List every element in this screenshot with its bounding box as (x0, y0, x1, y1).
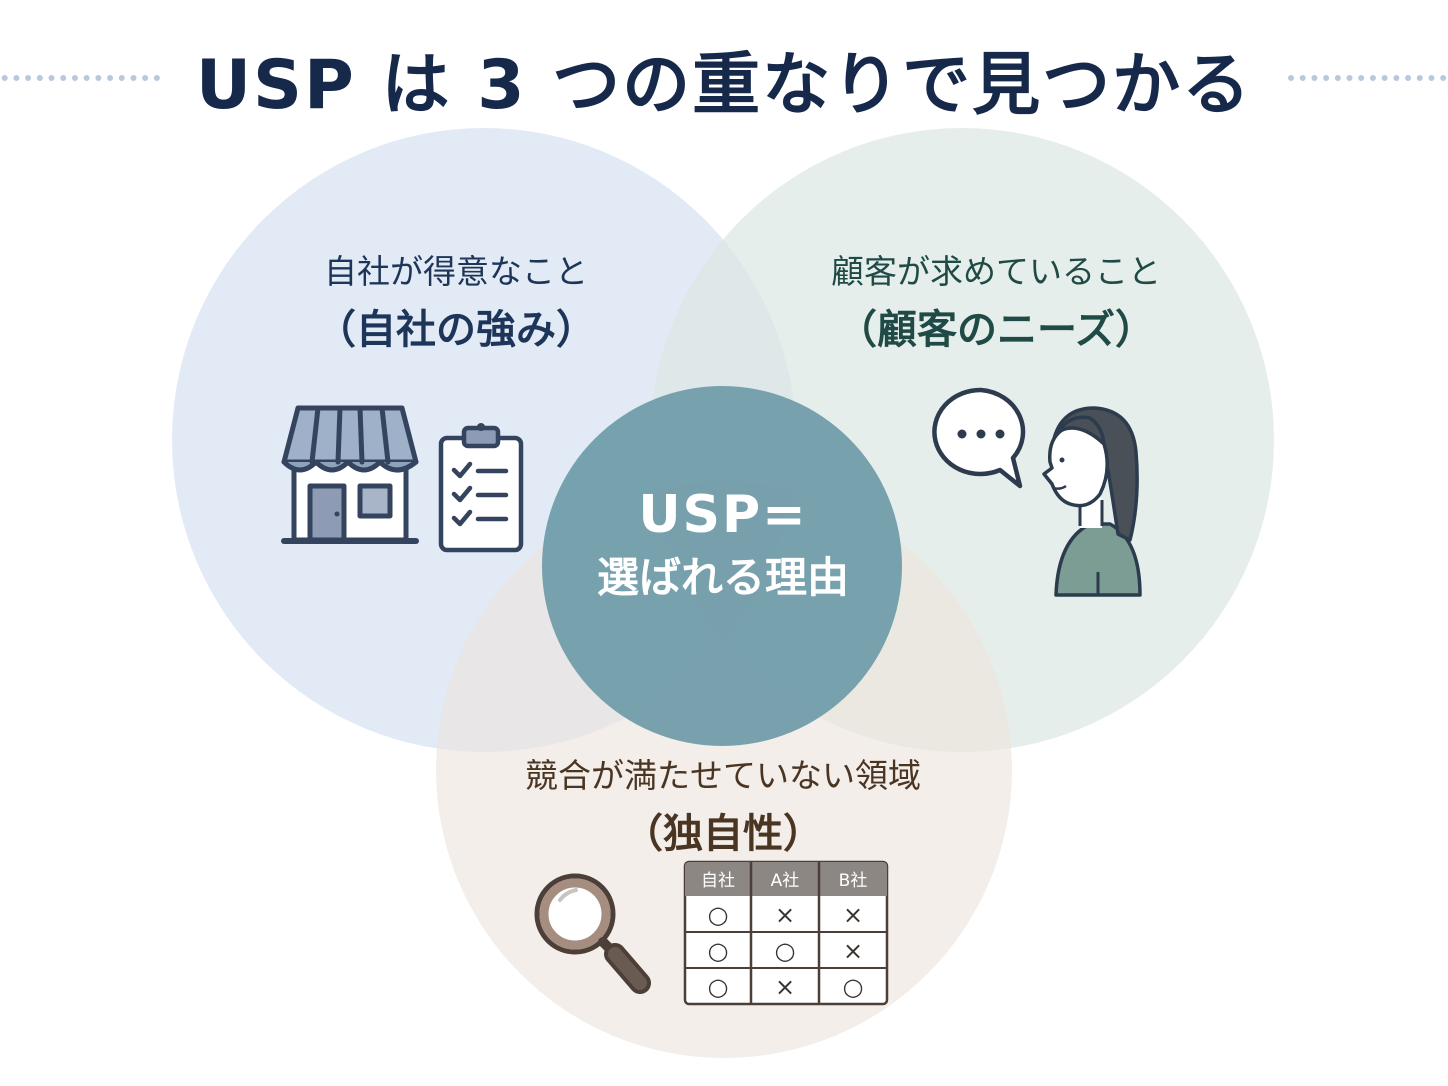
usp-equals-text: USP= (638, 485, 808, 545)
table-cell: × (775, 901, 795, 929)
page-title: USP は 3 つの重なりで見つかる (195, 45, 1253, 125)
table-cell: × (843, 937, 863, 965)
title-dotted-rule-left (0, 75, 160, 81)
table-cell: × (775, 973, 795, 1001)
label-needs: 顧客が求めていること （顧客のニーズ） (776, 250, 1216, 358)
usp-center-label: USP= 選ばれる理由 (558, 482, 888, 608)
table-cell: ○ (708, 937, 729, 965)
comparison-table-icon: 自社 A社 B社 ○ × × ○ ○ × ○ × ○ (683, 860, 889, 1006)
table-cell: ○ (775, 937, 796, 965)
label-uniqueness: 競合が満たせていない領域 （独自性） (478, 754, 968, 862)
magnifier-icon (534, 873, 651, 994)
title-bar: USP は 3 つの重なりで見つかる (0, 28, 1448, 128)
store-icon (281, 405, 419, 544)
checklist-icon (438, 423, 524, 553)
uniqueness-category: （独自性） (623, 811, 823, 857)
strength-description: 自社が得意なこと (324, 252, 588, 291)
needs-description: 顧客が求めていること (831, 252, 1161, 291)
strength-category: （自社の強み） (316, 307, 596, 353)
usp-reason-text: 選ばれる理由 (596, 553, 849, 602)
customer-icon (1042, 406, 1142, 597)
label-strength: 自社が得意なこと （自社の強み） (256, 250, 656, 358)
table-cell: × (843, 901, 863, 929)
title-dotted-rule-right (1288, 75, 1448, 81)
table-cell: ○ (708, 901, 729, 929)
table-header-cell: B社 (839, 871, 868, 891)
table-header-cell: A社 (771, 871, 800, 891)
needs-category: （顧客のニーズ） (837, 307, 1155, 353)
table-cell: ○ (708, 973, 729, 1001)
uniqueness-description: 競合が満たせていない領域 (525, 756, 921, 795)
usp-center-region (542, 386, 902, 746)
table-header-cell: 自社 (701, 871, 735, 891)
speech-bubble-icon (932, 387, 1026, 489)
table-cell: ○ (843, 973, 864, 1001)
